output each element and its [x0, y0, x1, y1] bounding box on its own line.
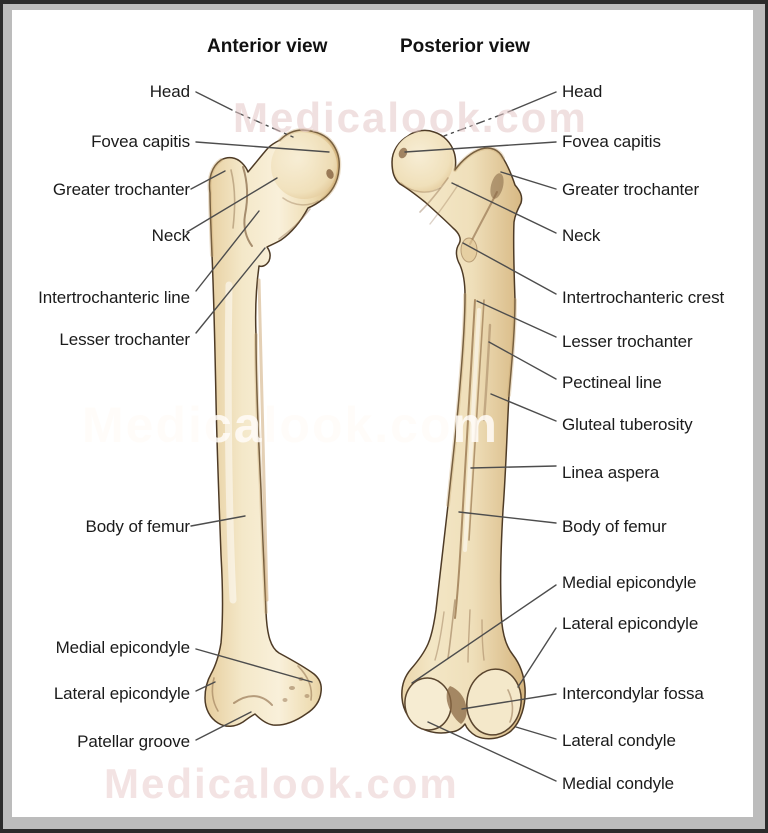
- anterior-head-shape: [271, 133, 337, 199]
- posterior-view-title: Posterior view: [400, 36, 530, 57]
- label-intercondylar-fossa: Intercondylar fossa: [562, 684, 704, 703]
- anterior-view-title: Anterior view: [207, 36, 328, 57]
- posterior-femur-body: [391, 129, 526, 740]
- label-anterior-body-of-femur: Body of femur: [85, 517, 190, 536]
- posterior-fovea-capitis-dimple: [398, 147, 408, 159]
- anterior-femur-drawing: [204, 128, 342, 727]
- label-posterior-body-of-femur: Body of femur: [562, 517, 667, 536]
- label-posterior-neck: Neck: [562, 226, 601, 245]
- label-anterior-lateral-epicondyle: Lateral epicondyle: [53, 684, 190, 703]
- anterior-fovea-capitis-dimple: [326, 169, 334, 179]
- label-anterior-lesser-trochanter: Lesser trochanter: [59, 330, 190, 349]
- label-pectineal-line: Pectineal line: [562, 373, 662, 392]
- leader-lines: [186, 91, 557, 782]
- label-anterior-head: Head: [149, 82, 190, 101]
- label-anterior-greater-trochanter: Greater trochanter: [52, 180, 190, 199]
- label-anterior-medial-epicondyle: Medial epicondyle: [55, 638, 190, 657]
- label-posterior-lateral-epicondyle: Lateral epicondyle: [562, 614, 699, 633]
- label-intertrochanteric-line: Intertrochanteric line: [38, 288, 190, 307]
- anterior-femur-body: [204, 129, 340, 727]
- trochanteric-fossa-shading: [490, 173, 504, 199]
- lateral-condyle-shape: [466, 668, 522, 736]
- label-gluteal-tuberosity: Gluteal tuberosity: [562, 415, 693, 434]
- diagram-canvas: [12, 10, 753, 817]
- label-posterior-head: Head: [562, 82, 603, 101]
- label-patellar-groove: Patellar groove: [77, 732, 190, 751]
- label-anterior-neck: Neck: [151, 226, 190, 245]
- label-posterior-medial-epicondyle: Medial epicondyle: [562, 573, 697, 592]
- label-posterior-fovea-capitis: Fovea capitis: [562, 132, 661, 151]
- label-medial-condyle: Medial condyle: [562, 774, 674, 793]
- posterior-femur-drawing: [391, 129, 526, 740]
- label-posterior-lesser-trochanter: Lesser trochanter: [562, 332, 693, 351]
- intercondylar-fossa-shape: [446, 686, 467, 724]
- label-intertrochanteric-crest: Intertrochanteric crest: [562, 288, 725, 307]
- posterior-head-shape: [393, 132, 453, 192]
- label-lateral-condyle: Lateral condyle: [562, 731, 676, 750]
- label-linea-aspera: Linea aspera: [562, 463, 660, 482]
- label-anterior-fovea-capitis: Fovea capitis: [91, 132, 190, 151]
- label-posterior-greater-trochanter: Greater trochanter: [562, 180, 700, 199]
